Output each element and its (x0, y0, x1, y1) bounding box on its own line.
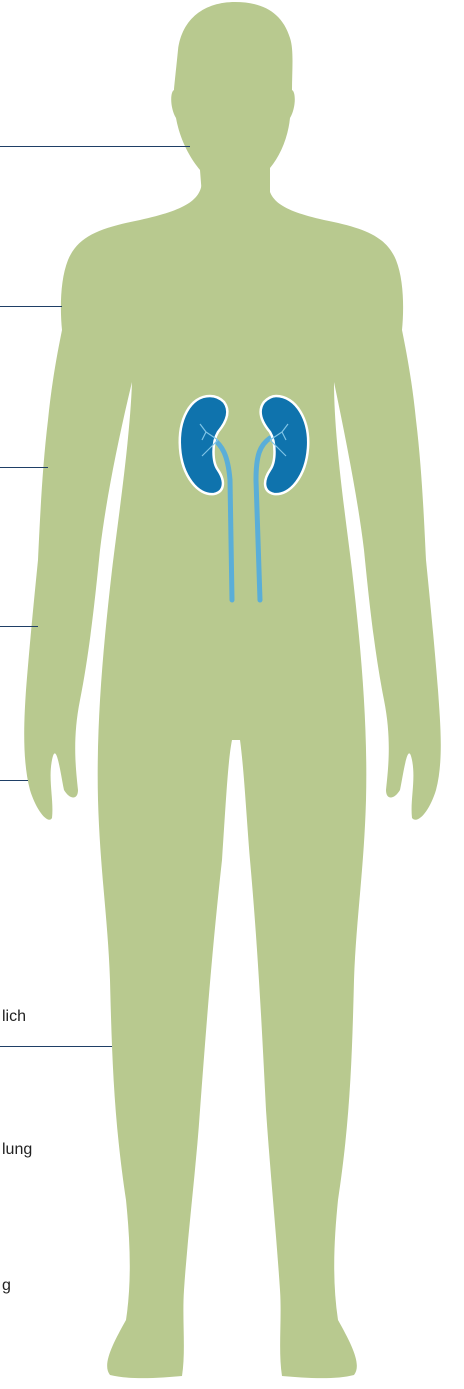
text-fragment-lich: lich (2, 1008, 26, 1026)
leader-line-shoulder (0, 306, 62, 307)
leader-line-head (0, 146, 190, 147)
text-fragment-lung: lung (2, 1141, 32, 1159)
text-fragment-g: g (2, 1277, 11, 1295)
head-shape (171, 2, 295, 196)
leader-line-hand (0, 780, 28, 781)
leader-line-upper-arm (0, 467, 48, 468)
leader-line-thigh (0, 1046, 112, 1047)
torso-legs-shape (24, 180, 441, 1378)
leader-line-forearm (0, 626, 38, 627)
human-body-silhouette (24, 2, 441, 1378)
